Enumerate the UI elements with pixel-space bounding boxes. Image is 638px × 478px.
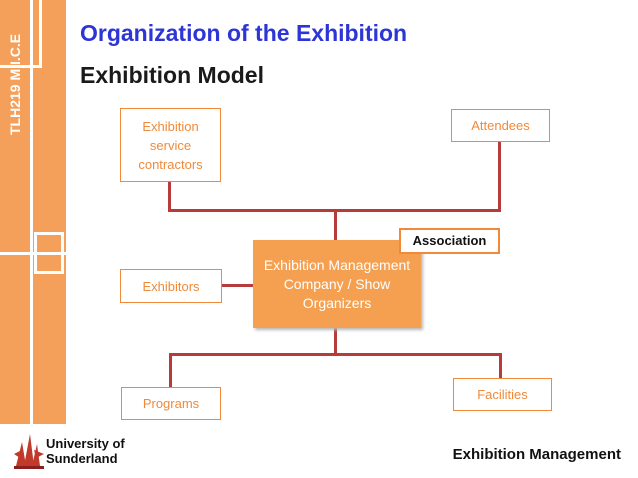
connector <box>499 353 502 378</box>
decorative-line <box>0 252 66 255</box>
university-logo-icon <box>14 434 44 469</box>
university-name: University of Sunderland <box>46 436 125 466</box>
node-label: Exhibition service contractors <box>138 118 203 172</box>
node-exhibition-management: Exhibition Management Company / Show Org… <box>253 240 421 328</box>
connector <box>169 353 502 356</box>
node-label: Exhibition Management Company / Show Org… <box>263 256 411 311</box>
connector <box>498 142 501 212</box>
node-exhibitors: Exhibitors <box>120 269 222 303</box>
node-facilities: Facilities <box>453 378 552 411</box>
node-service-contractors: Exhibition service contractors <box>120 108 221 182</box>
connector <box>334 209 337 240</box>
slide-subtitle: Exhibition Model <box>80 62 264 88</box>
decorative-line <box>30 0 33 424</box>
sidebar-decoration: TLH219 M.I.C.E <box>0 0 66 424</box>
decorative-square <box>0 0 42 68</box>
node-association: Association <box>399 228 500 254</box>
course-code-label: TLH219 M.I.C.E <box>7 33 23 135</box>
connector <box>222 284 253 287</box>
slide-title: Organization of the Exhibition <box>80 20 408 46</box>
university-name-line: University of <box>46 436 125 451</box>
node-label: Facilities <box>477 387 528 402</box>
connector <box>334 328 337 356</box>
connector <box>169 353 172 387</box>
node-label: Exhibitors <box>142 278 200 294</box>
university-name-line: Sunderland <box>46 451 118 466</box>
node-label: Programs <box>142 396 200 411</box>
node-programs: Programs <box>121 387 221 420</box>
node-label: Attendees <box>471 118 530 133</box>
connector <box>168 182 171 212</box>
footer-title: Exhibition Management <box>452 446 621 463</box>
decorative-square <box>34 232 64 274</box>
node-attendees: Attendees <box>451 109 550 142</box>
node-label: Association <box>412 233 487 248</box>
